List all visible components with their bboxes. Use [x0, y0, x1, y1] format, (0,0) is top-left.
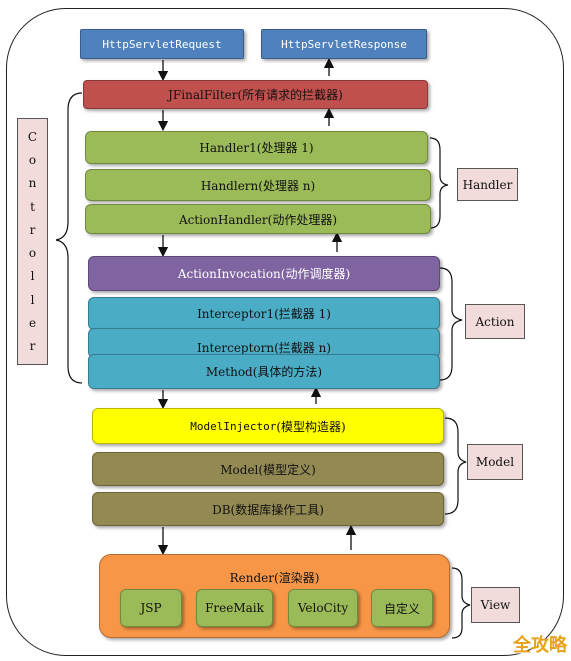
- handler-brace: [429, 137, 449, 229]
- model-group-text: Model: [475, 455, 515, 469]
- view-brace: [451, 567, 471, 639]
- method-label: Method(具体的方法): [205, 365, 323, 379]
- model-label: Model(模型定义): [220, 462, 316, 477]
- action-invocation-label: ActionInvocation(动作调度器): [177, 267, 351, 281]
- method-box: Method(具体的方法): [88, 354, 440, 389]
- http-response-box: HttpServletResponse: [261, 29, 427, 59]
- controller-letter: r: [29, 222, 36, 237]
- model-injector-text: (模型构造器): [276, 419, 346, 434]
- handlern-box: Handlern(处理器 n): [85, 169, 431, 201]
- controller-letters: C o n t r o l l e r: [28, 119, 37, 364]
- action-handler-box: ActionHandler(动作处理器): [85, 204, 431, 234]
- controller-letter: o: [28, 152, 37, 167]
- controller-letter: e: [28, 316, 37, 331]
- controller-letter: l: [30, 269, 35, 284]
- db-label: DB(数据库操作工具): [212, 502, 324, 517]
- jfinal-filter-label: JFinalFilter(所有请求的拦截器): [168, 88, 343, 102]
- http-request-box: HttpServletRequest: [80, 29, 244, 59]
- controller-brace: [55, 92, 83, 384]
- controller-letter: r: [29, 339, 36, 354]
- interceptor1-label: Interceptor1(拦截器 1): [197, 307, 331, 321]
- controller-letter: C: [27, 129, 38, 144]
- view-jsp-box: JSP: [120, 589, 182, 627]
- model-group-label: Model: [467, 444, 523, 480]
- view-custom-box: 自定义: [371, 589, 433, 627]
- interceptor1-box: Interceptor1(拦截器 1): [88, 297, 440, 330]
- view-group-text: View: [480, 598, 511, 612]
- view-custom-label: 自定义: [383, 601, 420, 616]
- model-injector-box: ModelInjector (模型构造器): [92, 408, 444, 444]
- action-group-text: Action: [475, 314, 515, 329]
- handler-group-text: Handler: [462, 177, 513, 192]
- action-handler-label: ActionHandler(动作处理器): [178, 212, 338, 227]
- render-label: Render(渲染器): [229, 571, 320, 585]
- handler1-box: Handler1(处理器 1): [85, 131, 428, 164]
- http-request-label: HttpServletRequest: [102, 37, 222, 51]
- view-velocity-box: VeloCity: [288, 589, 358, 627]
- controller-letter: n: [28, 176, 37, 191]
- handlern-label: Handlern(处理器 n): [200, 178, 316, 193]
- controller-letter: t: [30, 199, 35, 214]
- model-injector-code: ModelInjector: [190, 419, 277, 433]
- jfinal-filter-box: JFinalFilter(所有请求的拦截器): [83, 80, 428, 109]
- view-jsp-label: JSP: [140, 601, 162, 615]
- action-group-label: Action: [465, 304, 525, 339]
- db-box: DB(数据库操作工具): [92, 492, 444, 526]
- view-velocity-label: VeloCity: [297, 601, 349, 615]
- watermark-logo: 全攻略: [513, 635, 567, 656]
- view-freemarker-label: FreeMaik: [205, 601, 264, 615]
- action-brace: [439, 267, 463, 381]
- model-box: Model(模型定义): [92, 452, 444, 486]
- controller-letter: l: [30, 292, 35, 307]
- action-invocation-box: ActionInvocation(动作调度器): [88, 256, 440, 291]
- handler1-label: Handler1(处理器 1): [199, 141, 314, 155]
- view-group-label: View: [471, 587, 520, 623]
- controller-label: C o n t r o l l e r: [17, 118, 48, 365]
- interceptorn-label: Interceptorn(拦截器 n): [196, 340, 332, 355]
- model-brace: [444, 417, 467, 515]
- controller-letter: o: [28, 246, 37, 261]
- http-response-label: HttpServletResponse: [281, 37, 407, 51]
- handler-group-label: Handler: [457, 168, 518, 201]
- view-freemarker-box: FreeMaik: [196, 589, 273, 627]
